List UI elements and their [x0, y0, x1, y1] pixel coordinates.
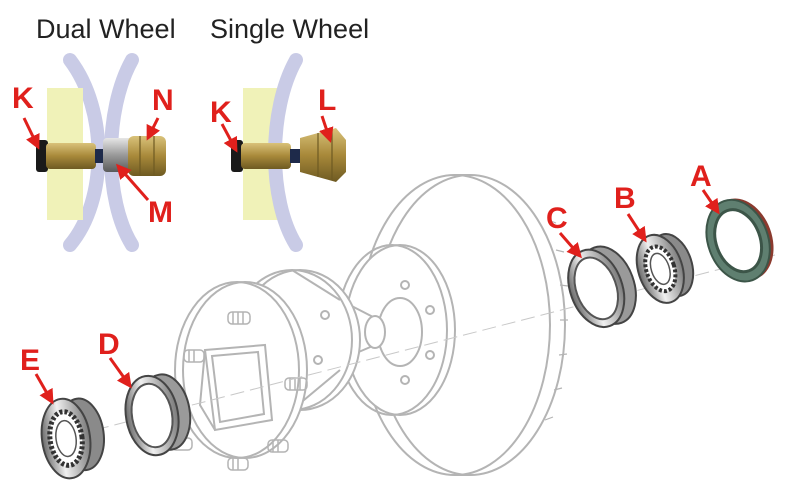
callout-a: A	[690, 160, 712, 193]
part-a-grease-seal	[705, 198, 774, 283]
callout-m: M	[148, 196, 173, 229]
single-wheel-stud-knurl	[241, 143, 291, 169]
part-b-outer-bearing	[635, 233, 695, 304]
heading-single-wheel: Single Wheel	[210, 14, 370, 44]
callout-arrows	[22, 115, 720, 405]
part-c-outer-race	[567, 245, 637, 328]
callout-l: L	[318, 84, 337, 117]
dual-wheel-stud-knurl	[46, 143, 96, 169]
callout-c: C	[546, 202, 568, 235]
callout-b: B	[614, 182, 636, 215]
part-d-inner-race	[124, 373, 192, 457]
callout-k-dual: K	[12, 82, 34, 115]
arrow-b	[626, 213, 647, 243]
arrow-l	[319, 115, 334, 143]
callout-d: D	[98, 328, 120, 361]
arrow-n	[146, 117, 161, 141]
callout-k-single: K	[210, 96, 232, 129]
arrow-k-single	[220, 123, 238, 153]
single-wheel-lug-nut	[300, 128, 346, 182]
arrow-m	[116, 163, 150, 201]
heading-dual-wheel: Dual Wheel	[36, 14, 176, 44]
callout-e: E	[20, 344, 41, 377]
callout-n: N	[152, 84, 174, 117]
single-wheel-stud-inset	[231, 53, 346, 252]
dual-wheel-stud-inset	[36, 53, 166, 252]
arrow-a	[701, 189, 720, 215]
part-e-inner-bearing	[40, 397, 105, 480]
arrow-d	[108, 357, 132, 389]
dual-wheel-inner-nut	[103, 138, 133, 172]
arrow-e	[34, 373, 54, 405]
dual-wheel-outer-nut	[128, 136, 166, 176]
arrow-k-dual	[22, 117, 40, 150]
hub-rotor-outline	[171, 174, 569, 476]
arrow-c	[558, 232, 582, 259]
